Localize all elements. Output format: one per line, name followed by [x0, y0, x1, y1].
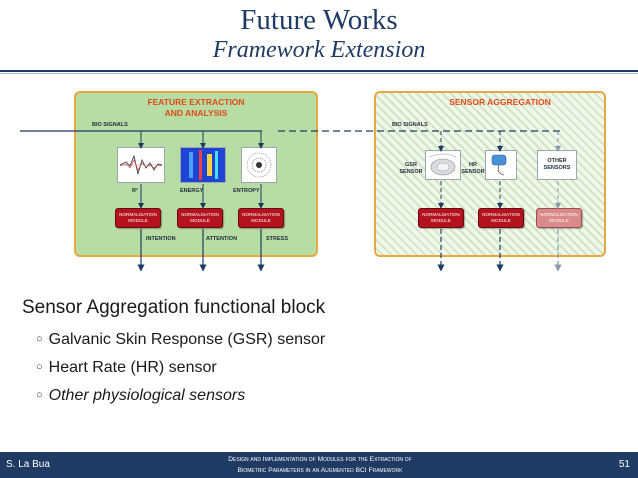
gsr-sensor-label: GSR SENSOR [398, 162, 424, 176]
other-sensors-line1: OTHER [547, 158, 567, 164]
footer-thesis-title: Design and Implementation of Modules for… [170, 454, 470, 476]
sensor-module-3-line1: NORMALISATION [540, 212, 578, 217]
hr-label-line2: SENSOR [461, 169, 485, 175]
title-divider-thin [0, 73, 638, 74]
footer-thesis-line2: Biometric Parameters in an Augmented BCI… [237, 467, 403, 474]
footer-bar [0, 452, 638, 478]
hr-sensor-image [485, 150, 517, 180]
module-1-line2: MODULE [128, 218, 148, 223]
sub-bullet-other: ○ Other physiological sensors [36, 386, 245, 407]
page-number: 51 [618, 459, 630, 470]
sub-bullet-gsr-text: Galvanic Skin Response (GSR) sensor [48, 331, 326, 348]
sub-bullet-hr: ○ Heart Rate (HR) sensor [36, 358, 217, 379]
bullet-circle-icon: ○ [36, 389, 43, 401]
sensor-module-3-line2: MODULE [549, 218, 569, 223]
sensor-module-2-line2: MODULE [491, 218, 511, 223]
sub-bullet-gsr: ○ Galvanic Skin Response (GSR) sensor [36, 330, 325, 351]
energy-heatmap-graphic [181, 148, 225, 182]
feature-extraction-title-line2: AND ANALYSIS [164, 108, 228, 118]
module-2-line1: NORMALISATION [181, 212, 219, 217]
feature-label-entropy: ENTROPY [233, 188, 260, 194]
hr-sensor-icon [491, 154, 507, 176]
feature-label-energy: ENERGY [180, 188, 204, 194]
module-2-line2: MODULE [190, 218, 210, 223]
sub-bullet-other-text: Other physiological sensors [48, 387, 246, 404]
sub-bullet-hr-text: Heart Rate (HR) sensor [48, 359, 217, 376]
module-3-line1: NORMALISATION [242, 212, 280, 217]
module-1-line1: NORMALISATION [119, 212, 157, 217]
gsr-sensor-image [425, 150, 461, 180]
entropy-graphic [246, 152, 272, 178]
bullet-circle-icon: ○ [36, 361, 43, 373]
sensor-module-1-line1: NORMALISATION [422, 212, 460, 217]
energy-plot-tile [180, 147, 226, 183]
feature-extraction-title: FEATURE EXTRACTION AND ANALYSIS [74, 97, 318, 119]
main-bullet: Sensor Aggregation functional block [22, 297, 326, 318]
feature-label-r2: R² [132, 188, 138, 194]
footer-thesis-line1: Design and Implementation of Modules for… [228, 456, 412, 463]
footer-author: S. La Bua [6, 459, 50, 470]
r2-plot-graphic [119, 154, 163, 175]
sensor-module-2-line1: NORMALISATION [482, 212, 520, 217]
other-sensors-tile: OTHER SENSORS [537, 150, 577, 180]
right-bio-signals-label: BIO SIGNALS [392, 122, 428, 128]
feature-extraction-title-line1: FEATURE EXTRACTION [147, 97, 245, 107]
bullet-circle-icon: ○ [36, 333, 43, 345]
entropy-plot-tile [241, 147, 277, 183]
left-bio-signals-label: BIO SIGNALS [92, 122, 128, 128]
output-label-attention: ATTENTION [206, 236, 238, 242]
sensor-normalisation-module-2: NORMALISATION MODULE [478, 208, 524, 228]
module-3-line2: MODULE [251, 218, 271, 223]
hr-sensor-label: HR SENSOR [460, 162, 486, 176]
slide-title: Future Works [240, 4, 398, 36]
output-label-intention: INTENTION [146, 236, 176, 242]
output-label-stress: STRESS [266, 236, 289, 242]
gsr-sensor-icon [429, 153, 457, 176]
r2-plot-tile [117, 147, 165, 183]
title-divider [0, 70, 638, 72]
gsr-label-line1: GSR [405, 162, 417, 168]
sensor-module-1-line2: MODULE [431, 218, 451, 223]
hr-label-line1: HR [469, 162, 477, 168]
slide-subtitle: Framework Extension [212, 37, 426, 63]
sensor-aggregation-title: SENSOR AGGREGATION [449, 97, 551, 107]
other-sensors-line2: SENSORS [543, 165, 571, 171]
gsr-label-line2: SENSOR [399, 169, 423, 175]
